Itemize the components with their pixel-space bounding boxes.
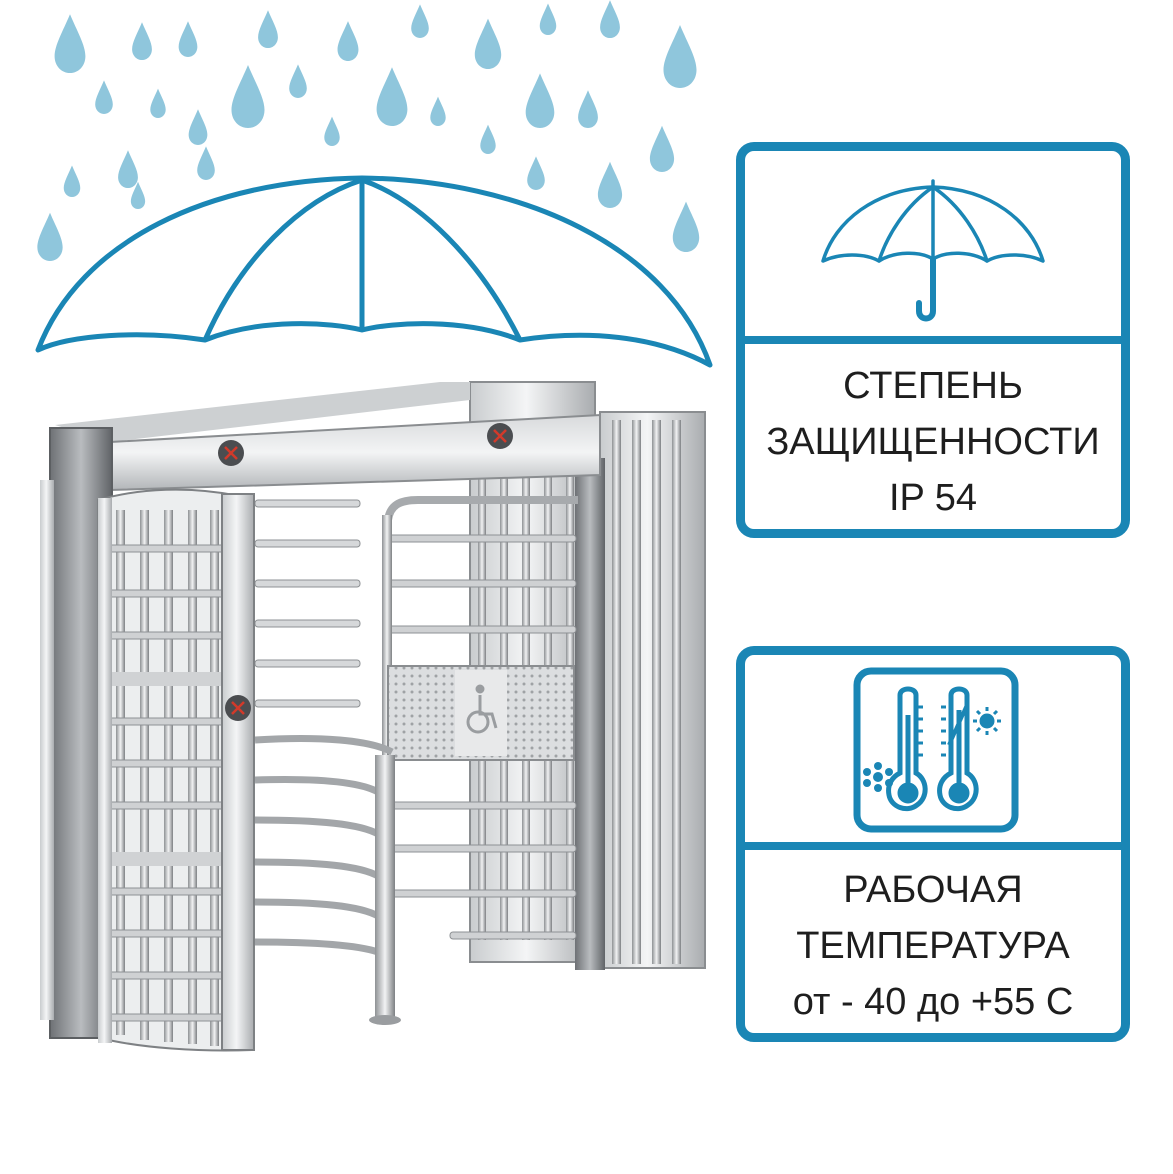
card-divider	[745, 336, 1121, 344]
temperature-line-3: от - 40 до +55 С	[792, 981, 1074, 1023]
protection-rating-card: СТЕПЕНЬ ЗАЩИЩЕННОСТИ IP 54	[736, 142, 1130, 538]
card-divider	[745, 842, 1121, 850]
temperature-text: РАБОЧАЯ ТЕМПЕРАТУРА от - 40 до +55 С	[745, 862, 1121, 1030]
umbrella-canopy	[35, 175, 713, 368]
thermometer-snowflake-icon	[886, 686, 928, 812]
raindrop-icon	[37, 0, 700, 261]
temperature-line-1: РАБОЧАЯ	[843, 869, 1023, 911]
protection-line-2: ЗАЩИЩЕННОСТИ	[766, 421, 1100, 463]
protection-line-1: СТЕПЕНЬ	[843, 365, 1023, 407]
protection-line-3: IP 54	[888, 477, 978, 519]
wheelchair-icon	[466, 684, 498, 734]
thermometer-icon-area	[745, 655, 1121, 842]
umbrella-icon-area	[745, 151, 1121, 336]
umbrella-icon	[821, 179, 1045, 322]
thermometer-sun-icon	[937, 686, 979, 812]
thermometers-icon	[853, 667, 1019, 833]
protection-rating-text: СТЕПЕНЬ ЗАЩИЩЕННОСТИ IP 54	[745, 358, 1121, 526]
temperature-line-2: ТЕМПЕРАТУРА	[796, 925, 1070, 967]
turnstile-illustration	[40, 381, 706, 1052]
operating-temperature-card: РАБОЧАЯ ТЕМПЕРАТУРА от - 40 до +55 С	[736, 646, 1130, 1042]
